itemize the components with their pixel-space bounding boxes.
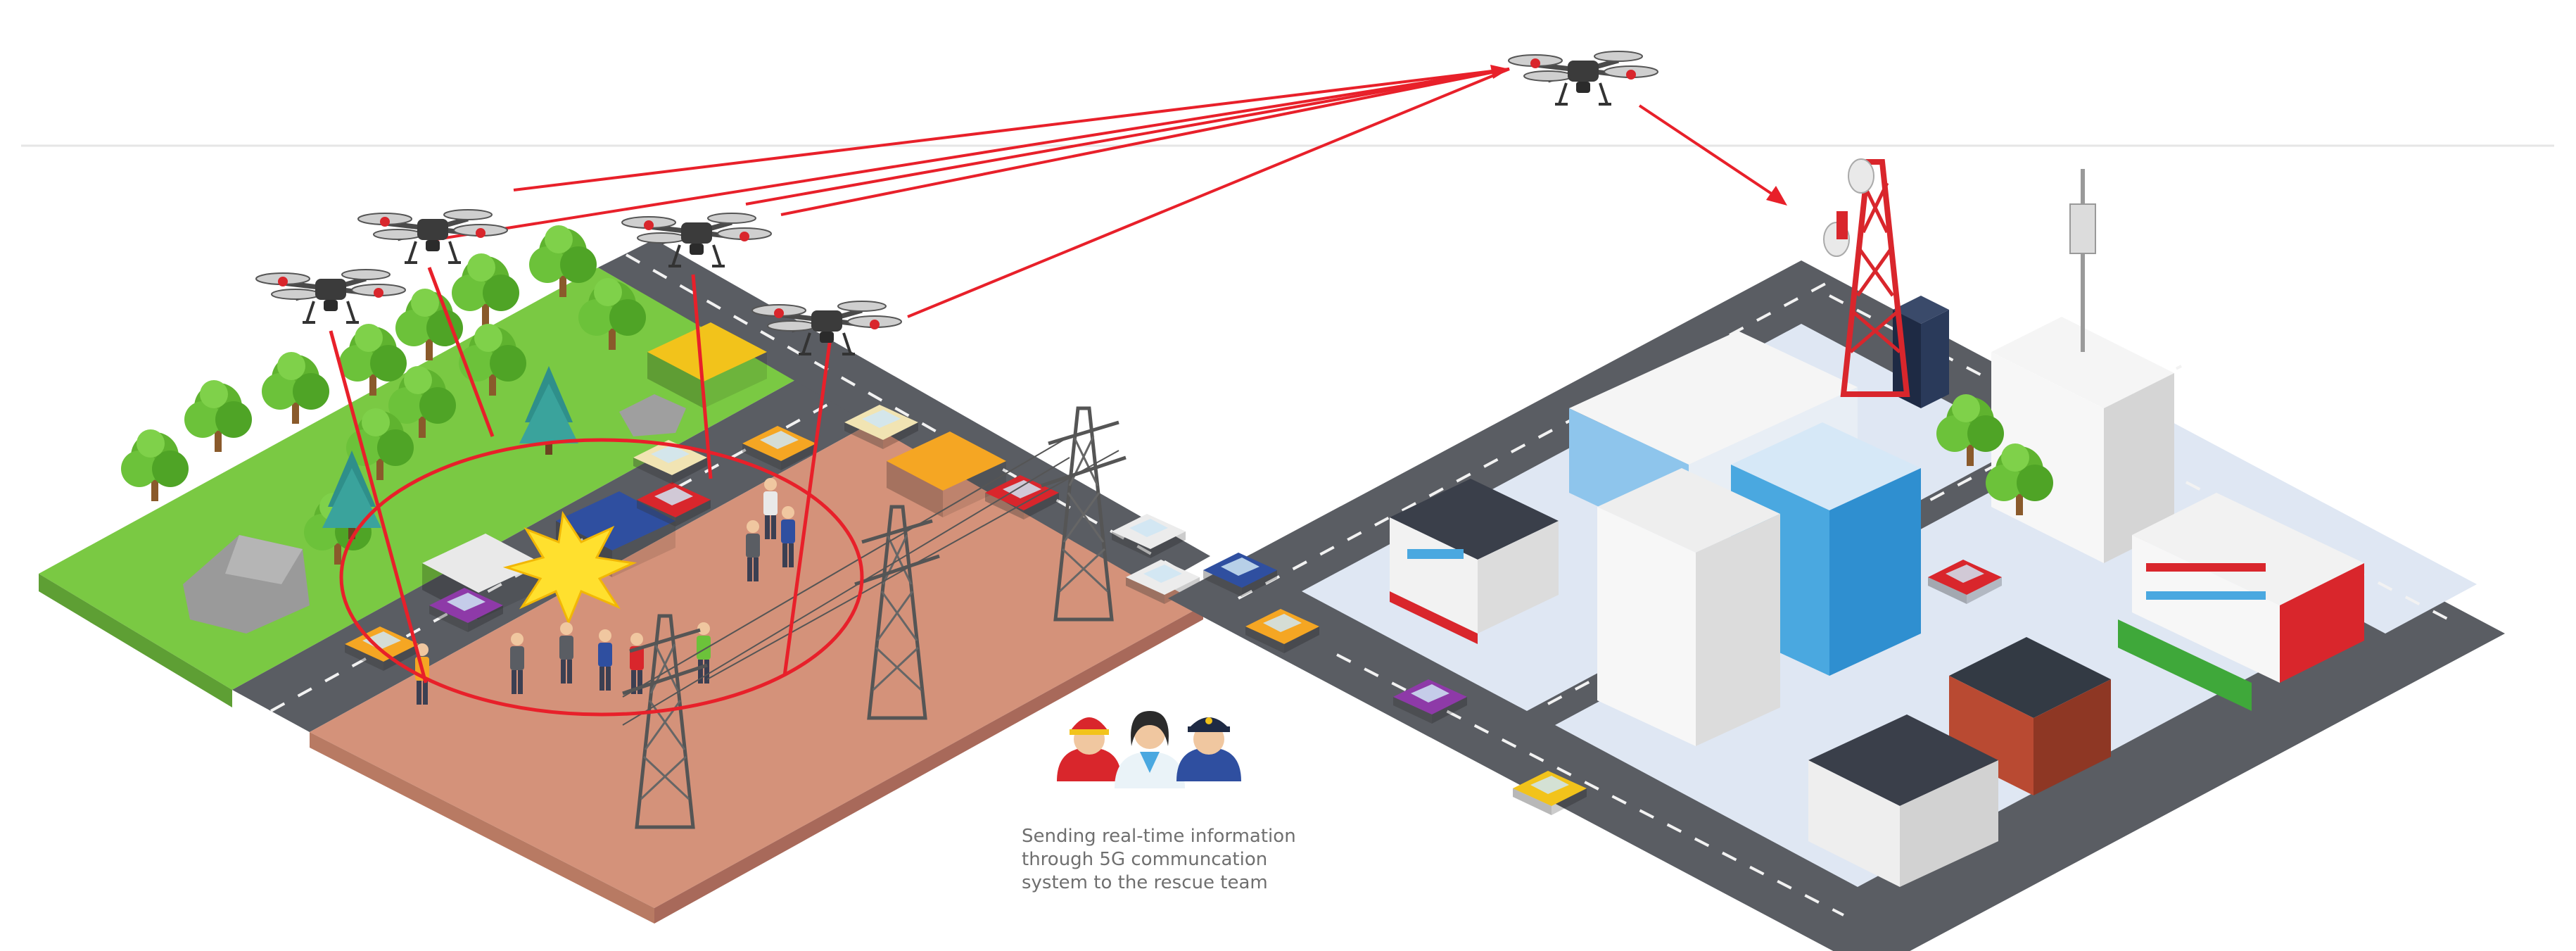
drone-links bbox=[436, 65, 1787, 318]
explosion-icon bbox=[502, 510, 637, 625]
rescue-team bbox=[1057, 711, 1241, 788]
building-brick bbox=[1949, 637, 2111, 795]
drone-relay-icon bbox=[1509, 51, 1658, 104]
building-white-tower bbox=[1597, 468, 1780, 746]
incident-ground bbox=[310, 422, 1203, 908]
building-hotel-rooftop-antenna bbox=[1991, 169, 2174, 563]
drone-icon bbox=[256, 270, 405, 322]
city-area bbox=[1168, 169, 2505, 951]
police-officer-icon bbox=[1176, 717, 1241, 781]
caption-line: system to the rescue team bbox=[1022, 872, 1268, 893]
doctor-icon bbox=[1115, 711, 1185, 788]
park-trees bbox=[121, 225, 686, 634]
firefighter-icon bbox=[1057, 717, 1122, 781]
power-pylons bbox=[623, 408, 1126, 827]
cell-tower-icon bbox=[1823, 158, 1910, 397]
building-red-accent bbox=[2118, 493, 2364, 711]
building-warehouse bbox=[1808, 714, 1998, 887]
rescue-team-caption: Sending real-time information through 5G… bbox=[1022, 825, 1388, 895]
caption-line: through 5G communcation bbox=[1022, 849, 1268, 870]
drone-sensing-beams bbox=[329, 267, 864, 717]
building-small-blue-roof bbox=[1390, 479, 1559, 644]
caption-line: Sending real-time information bbox=[1022, 826, 1296, 847]
search-area-ellipse bbox=[339, 438, 864, 717]
